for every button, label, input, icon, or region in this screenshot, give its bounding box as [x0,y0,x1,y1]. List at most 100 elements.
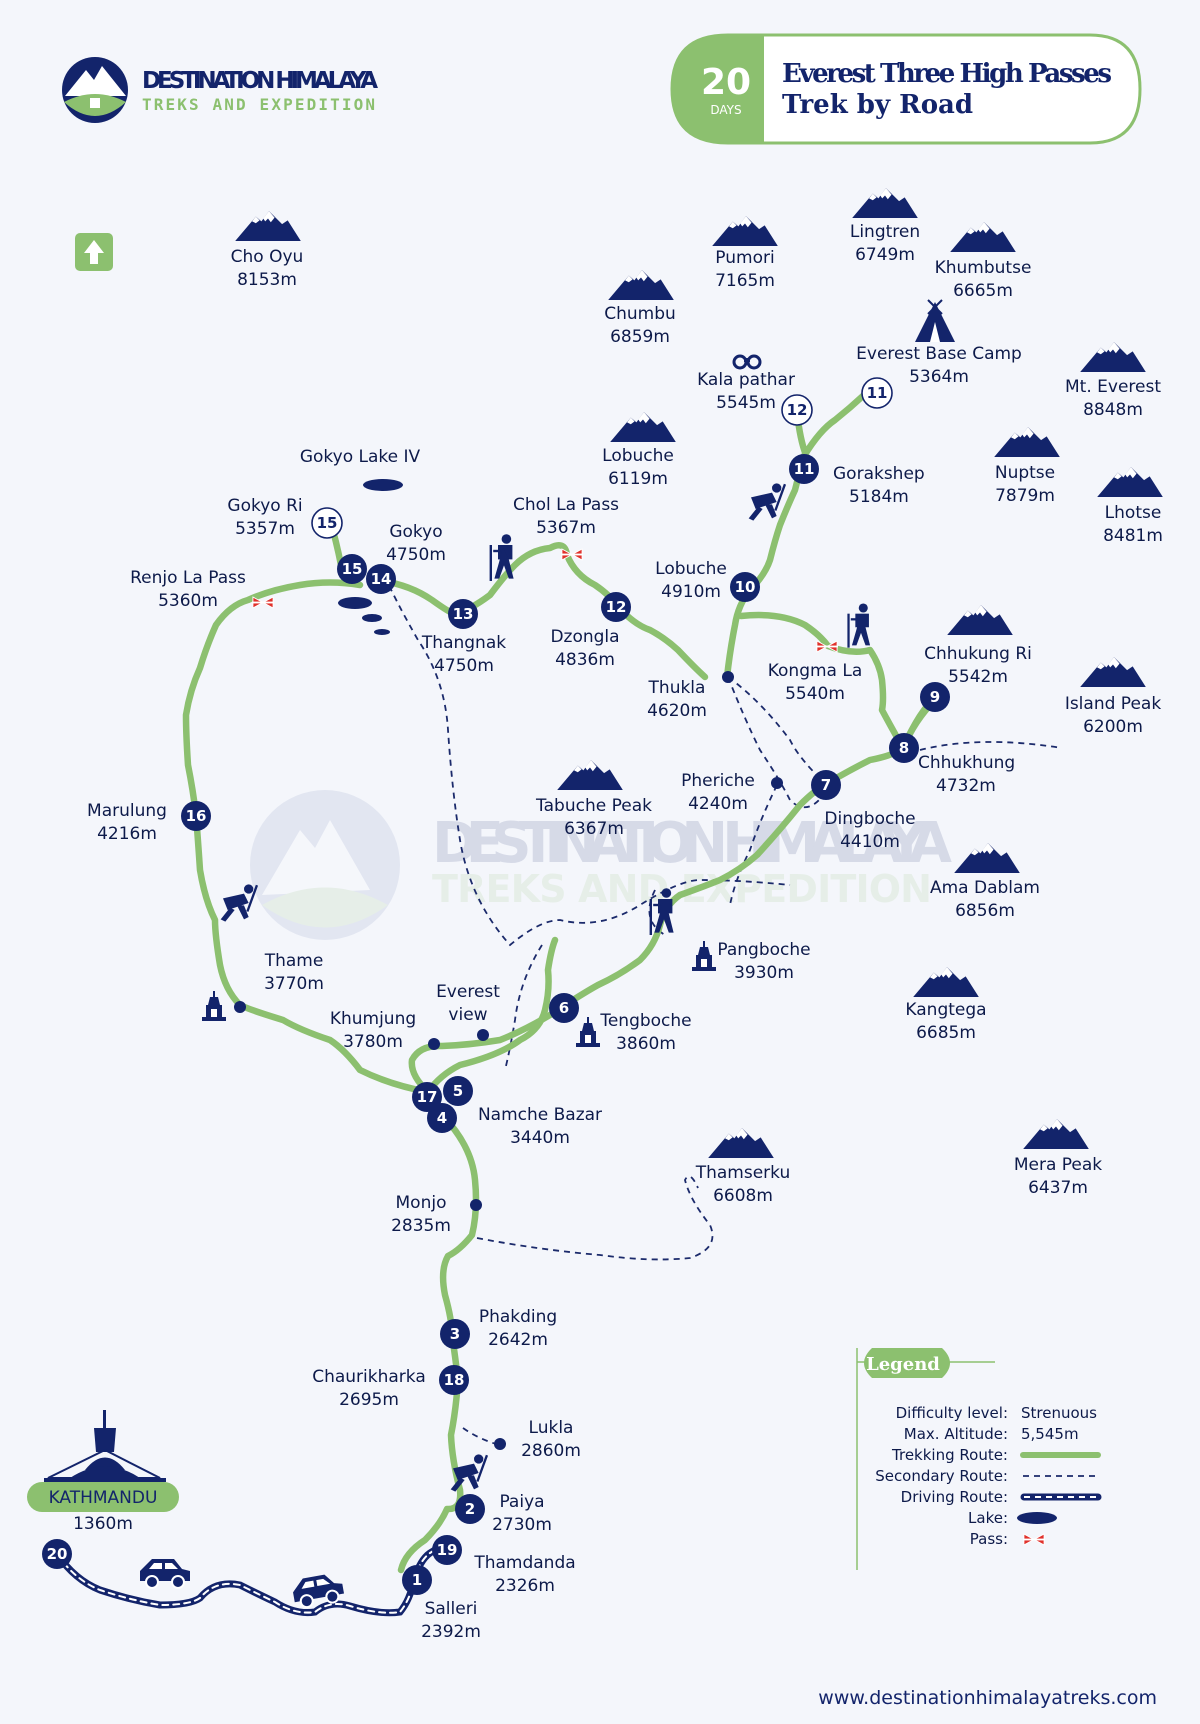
kathmandu-name: KATHMANDU [49,1488,158,1508]
svg-text:10: 10 [735,578,756,596]
peak-labels: Cho Oyu 8153m Pumori 7165m Lingtren 6749… [231,222,1163,1206]
monastery-icon [576,1017,600,1047]
peak-alt: 6856m [955,901,1015,921]
peak-icon [1080,342,1146,372]
days-label: DAYS [710,103,741,117]
legend-val: 5,545m [1021,1425,1079,1443]
peak-alt: 5542m [948,667,1008,687]
legend-key: Pass: [970,1530,1008,1548]
peak-alt: 6859m [610,327,670,347]
peak-alt: 6367m [564,819,624,839]
stop-marker: 19 [432,1535,462,1565]
svg-text:5: 5 [453,1082,463,1100]
place-labels: Everest Base Camp 5364m Kala pathar 5545… [87,344,1022,1642]
peak-name: Cho Oyu [231,247,304,267]
waypoint-dots [234,671,783,1450]
place-alt: view [448,1005,487,1025]
place-name: Namche Bazar [478,1105,602,1125]
peak-alt: 6200m [1083,717,1143,737]
svg-text:16: 16 [186,807,207,825]
place-name: Gorakshep [833,464,925,484]
peak-name: Chumbu [604,304,676,324]
place-alt: 4216m [97,824,157,844]
place-name: Tengboche [599,1011,691,1031]
lake-icon [338,479,403,635]
stop-marker: 10 [730,572,760,602]
stop-marker: 2 [455,1494,485,1524]
place-alt: 4910m [661,582,721,602]
peak-alt: 7879m [995,486,1055,506]
place-name: Chaurikharka [312,1367,426,1387]
stop-marker: 11 [861,377,893,409]
svg-text:12: 12 [606,598,627,616]
svg-text:15: 15 [317,514,338,532]
peak-name: Nuptse [995,463,1055,483]
place-alt: 3770m [264,974,324,994]
svg-text:6: 6 [559,999,569,1017]
svg-text:7: 7 [821,776,831,794]
title-badge: 20 DAYS Everest Three High Passes Trek b… [670,33,1142,145]
place-name: Kongma La [768,661,863,681]
legend-pass-swatch [1023,1533,1045,1546]
stupa-icon [44,1410,166,1482]
watermark-name: DESTINATION HIMALAYA [432,811,953,876]
place-alt: 5367m [536,518,596,538]
svg-text:18: 18 [444,1371,465,1389]
place-alt: 5540m [785,684,845,704]
peak-name: Kangtega [905,1000,986,1020]
place-name: Thamdanda [473,1553,575,1573]
peak-alt: 6685m [916,1023,976,1043]
legend-val: Strenuous [1021,1404,1097,1422]
place-name: Gokyo [389,522,442,542]
peak-alt: 8481m [1103,526,1163,546]
place-alt: 4732m [936,776,996,796]
hiker-icon [847,603,871,648]
place-name: Chhukhung [918,753,1015,773]
place-alt: 5184m [849,487,909,507]
stop-marker: 6 [549,993,579,1023]
place-alt: 2326m [495,1576,555,1596]
place-alt: 3860m [616,1034,676,1054]
peak-icon [712,216,778,246]
place-name: Pheriche [681,771,755,791]
tent-icon [915,299,955,342]
stop-marker: 15 [311,507,343,539]
peak-icon [557,760,623,790]
svg-text:20: 20 [47,1545,68,1563]
place-name: Gokyo Lake IV [300,447,421,467]
place-alt: 5357m [235,519,295,539]
place-name: Everest Base Camp [856,344,1022,364]
svg-text:11: 11 [867,384,888,402]
peak-icon [1023,1119,1089,1149]
svg-text:17: 17 [417,1088,438,1106]
peak-icon [610,412,676,442]
peak-icon [913,967,979,997]
place-name: Chol La Pass [513,495,619,515]
peak-name: Mt. Everest [1065,377,1161,397]
stop-marker: 18 [439,1365,469,1395]
place-alt: 5364m [909,367,969,387]
monastery-icon [692,941,716,971]
driving-route [53,1544,452,1617]
climber-icon [220,884,259,922]
peak-alt: 8848m [1083,400,1143,420]
place-alt: 4240m [688,794,748,814]
place-name: Renjo La Pass [130,568,246,588]
peak-icon [608,270,674,300]
stop-marker: 7 [811,770,841,800]
stop-marker: 13 [448,599,478,629]
peak-icon [954,843,1020,873]
secondary-routes [379,565,1063,1446]
binoculars-icon [732,354,762,370]
place-name: Dzongla [550,627,619,647]
svg-text:14: 14 [371,570,392,588]
place-alt: 4410m [840,832,900,852]
place-alt: 2642m [488,1330,548,1350]
place-alt: 3930m [734,963,794,983]
hiker-icon [489,534,514,581]
place-name: Pangboche [717,940,810,960]
kathmandu-badge: KATHMANDU 1360m [27,1482,179,1534]
svg-text:8: 8 [899,739,909,757]
stop-markers: 1 2 3 4 5 6 7 8 9 10 11 11 12 12 13 14 1… [42,377,950,1595]
peak-alt: 6665m [953,281,1013,301]
